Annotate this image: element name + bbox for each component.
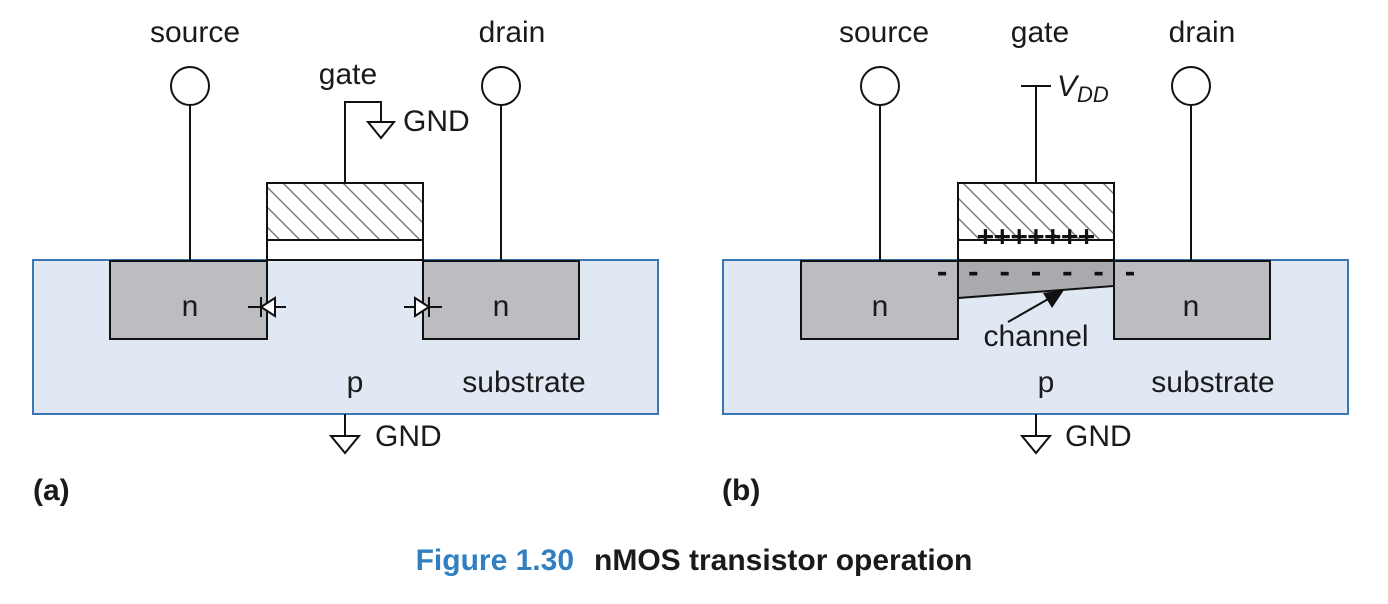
panel-label-b: (b) [722,474,760,507]
diode-icon-right-a [404,296,442,318]
gate-poly-a [266,182,424,241]
gate-charges-b: +++++++ [977,219,1095,252]
drain-terminal-a [481,66,521,106]
drain-terminal-b [1171,66,1211,106]
gate-gnd-label-a: GND [403,105,470,138]
substrate-label-b: substrate [1151,366,1274,399]
caption-text: nMOS transistor operation [594,544,972,577]
ground-icon-gate-a [365,121,397,140]
channel-arrow-icon-b [1007,290,1064,323]
diode-icon-left-a [248,296,286,318]
channel-charges-b: - - - - - - - [934,258,1138,288]
source-label-a: source [150,16,240,49]
caption-number: Figure 1.30 [416,544,574,577]
gate-label-b: gate [1011,16,1069,49]
n-region-left-a [109,260,268,340]
n-label-right-b: n [1183,290,1200,323]
n-region-left-b [800,260,959,340]
source-label-b: source [839,16,929,49]
panel-b: source gate drain VDD +++++++ - - - - - … [722,16,1349,507]
ground-icon-substrate-a [328,435,362,455]
gate-label-a: gate [319,58,377,91]
panel-label-a: (a) [33,474,70,507]
substrate-gnd-label-b: GND [1065,420,1132,453]
ground-icon-substrate-b [1019,435,1053,455]
n-label-right-a: n [493,290,510,323]
n-label-left-b: n [872,290,889,323]
substrate-gnd-label-a: GND [375,420,442,453]
figure-caption: Figure 1.30 nMOS transistor operation [416,544,973,577]
gate-poly-b [957,182,1115,241]
panel-a: source drain gate GND n n p substrate GN… [32,16,659,507]
drain-label-b: drain [1169,16,1236,49]
substrate-label-a: substrate [462,366,585,399]
p-label-b: p [1038,366,1055,399]
n-label-left-a: n [182,290,199,323]
source-terminal-b [860,66,900,106]
p-label-a: p [347,366,364,399]
channel-label-b: channel [983,320,1088,353]
gate-oxide-a [266,239,424,261]
vdd-label-b: VDD [1057,70,1109,107]
source-terminal-a [170,66,210,106]
drain-label-a: drain [479,16,546,49]
